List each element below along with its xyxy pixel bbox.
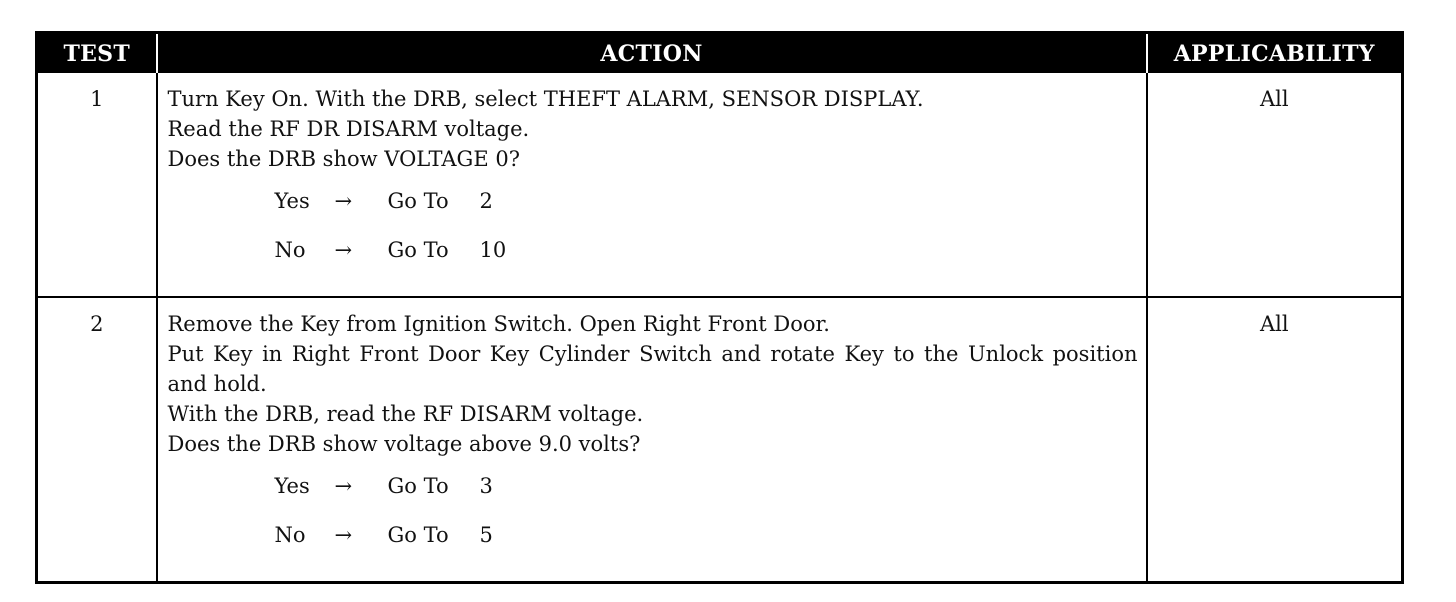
action-line: Read the RF DR DISARM voltage.: [167, 117, 530, 141]
header-test: TEST: [36, 32, 157, 73]
branch-target: 2: [479, 189, 493, 213]
branch-goto-label: Go To: [387, 474, 449, 498]
action-line: Does the DRB show VOLTAGE 0?: [167, 147, 520, 171]
branch-answer: No: [274, 523, 306, 547]
header-applicability: APPLICABILITY: [1145, 32, 1403, 73]
branch-yes: Yes → Go To 3: [275, 471, 1138, 520]
header-row: TEST ACTION APPLICABILITY: [36, 32, 1403, 73]
branch-list: Yes → Go To 3 No → Go To 5: [275, 471, 1138, 569]
branch-goto-label: Go To: [387, 523, 449, 547]
test-number: 1: [90, 87, 104, 111]
right-arrow-icon: →: [334, 189, 353, 213]
branch-target: 10: [479, 238, 507, 262]
action-line: Put Key in Right Front Door Key Cylinder…: [167, 342, 1138, 396]
action-cell: Turn Key On. With the DRB, select THEFT …: [155, 73, 1147, 297]
action-line: With the DRB, read the RF DISARM voltage…: [167, 402, 644, 426]
test-number: 2: [36, 296, 157, 583]
branch-goto-label: Go To: [387, 189, 449, 213]
action-cell: Remove the Key from Ignition Switch. Ope…: [155, 296, 1147, 583]
branch-yes: Yes → Go To 2: [275, 186, 1138, 235]
branch-no: No → Go To 5: [275, 520, 1138, 569]
table-row: 1 Turn Key On. With the DRB, select THEF…: [37, 73, 1403, 297]
branch-target: 3: [479, 474, 493, 498]
branch-answer: No: [274, 238, 306, 262]
action-line: Turn Key On. With the DRB, select THEFT …: [167, 87, 924, 111]
action-line: Does the DRB show voltage above 9.0 volt…: [167, 432, 641, 456]
right-arrow-icon: →: [334, 238, 353, 262]
branch-answer: Yes: [274, 474, 310, 498]
right-arrow-icon: →: [334, 474, 353, 498]
table-header: TEST ACTION APPLICABILITY: [36, 32, 1403, 73]
table-body: 1 Turn Key On. With the DRB, select THEF…: [36, 73, 1403, 583]
right-arrow-icon: →: [334, 523, 353, 547]
action-line: Remove the Key from Ignition Switch. Ope…: [167, 312, 830, 336]
branch-list: Yes → Go To 2 No → Go To 10: [275, 186, 1138, 284]
branch-answer: Yes: [274, 189, 310, 213]
branch-goto-label: Go To: [387, 238, 449, 262]
table-row: 2 Remove the Key from Ignition Switch. O…: [36, 296, 1403, 583]
diagnostic-test-table: TEST ACTION APPLICABILITY 1 Turn Key On.…: [35, 31, 1404, 584]
branch-no: No → Go To 10: [275, 235, 1138, 284]
branch-target: 5: [479, 523, 493, 547]
header-action: ACTION: [155, 32, 1147, 73]
applicability-cell: All: [1145, 296, 1403, 583]
applicability-cell: All: [1145, 73, 1403, 297]
